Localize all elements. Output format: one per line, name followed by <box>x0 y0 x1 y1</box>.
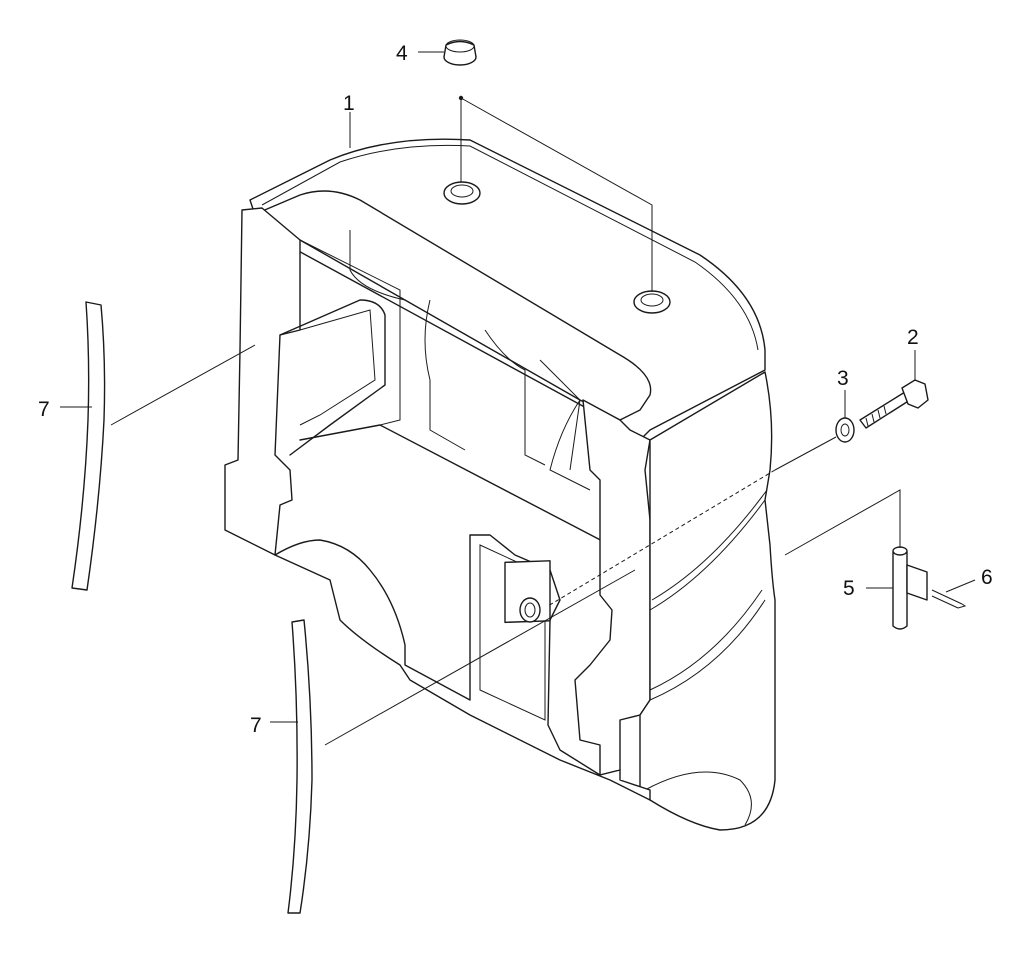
callout-4: 4 <box>396 42 408 65</box>
callout-2: 2 <box>907 326 919 349</box>
washer-part <box>835 417 855 443</box>
callout-7-upper: 7 <box>38 398 50 421</box>
rubber-strip-lower <box>287 619 313 914</box>
leader-lines <box>60 51 976 746</box>
callout-7-lower: 7 <box>250 714 262 737</box>
cotter-pin-part <box>931 589 967 609</box>
pin-part <box>892 546 928 630</box>
rubber-strip-upper <box>71 301 106 591</box>
plug-part <box>443 39 477 66</box>
callout-6: 6 <box>981 566 993 589</box>
callout-3: 3 <box>837 367 849 390</box>
bolt-part <box>859 379 929 429</box>
callout-5: 5 <box>843 577 855 600</box>
callout-1: 1 <box>343 92 355 115</box>
